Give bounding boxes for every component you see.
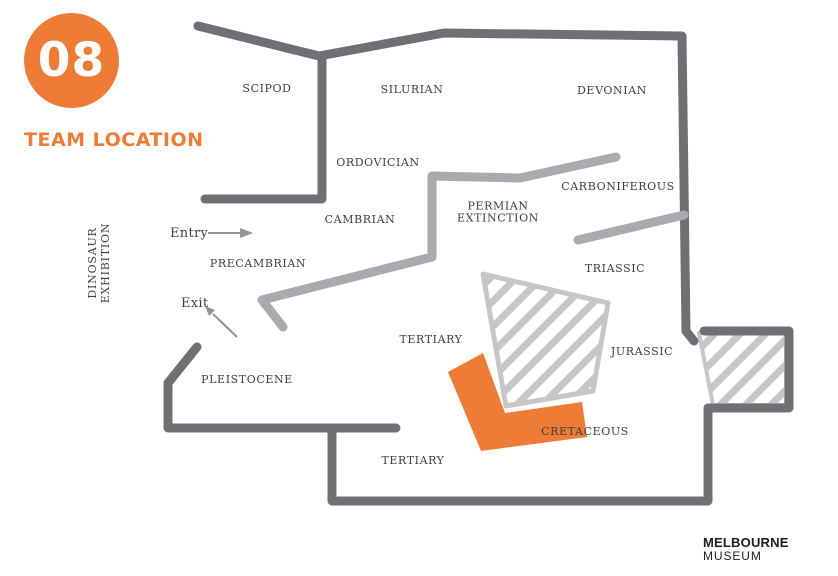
team-badge-circle: 08 xyxy=(24,13,119,108)
logo-line2: MUSEUM xyxy=(703,549,762,563)
melbourne-museum-logo: MELBOURNE MUSEUM xyxy=(703,536,789,562)
hatched-area-side xyxy=(697,331,788,407)
wall-cambrian xyxy=(200,53,327,204)
room-label-cretaceous: CRETACEOUS xyxy=(541,425,629,439)
exhibition-line2: EXHIBITION xyxy=(99,222,112,304)
hatched-area-central xyxy=(480,271,611,409)
wall-outer-top-right xyxy=(193,21,699,346)
wall-outer-bottom-right xyxy=(327,326,794,506)
room-label-tertiary-upper: TERTIARY xyxy=(399,333,463,347)
room-label-ordovician: ORDOVICIAN xyxy=(336,156,420,170)
room-label-pleistocene: PLEISTOCENE xyxy=(201,373,293,387)
exhibition-title: DINOSAUR EXHIBITION xyxy=(86,223,112,304)
room-label-devonian: DEVONIAN xyxy=(577,84,647,98)
exit-arrow-icon xyxy=(205,306,238,338)
entry-label: Entry xyxy=(170,226,209,241)
room-label-tertiary-lower: TERTIARY xyxy=(381,454,445,468)
room-label-carboniferous: CARBONIFEROUS xyxy=(561,180,675,194)
logo-line1: MELBOURNE xyxy=(703,535,789,550)
team-number: 08 xyxy=(37,33,106,88)
room-label-cambrian: CAMBRIAN xyxy=(324,213,396,227)
team-location-title: TEAM LOCATION xyxy=(24,129,204,151)
wall-permian-inner xyxy=(257,152,621,332)
exhibition-line1: DINOSAUR xyxy=(85,227,99,299)
room-label-silurian: SILURIAN xyxy=(380,83,444,97)
entry-arrow-icon xyxy=(208,228,253,238)
room-label-permian-extinction: PERMIAN EXTINCTION xyxy=(457,199,539,224)
room-label-triassic: TRIASSIC xyxy=(584,262,646,276)
exit-label: Exit xyxy=(181,296,209,311)
room-label-scipod: SCIPOD xyxy=(242,82,292,96)
wall-pleistocene xyxy=(163,342,401,433)
cretaceous-highlight-zone xyxy=(448,353,587,451)
wall-triassic xyxy=(573,210,689,245)
room-label-jurassic: JURASSIC xyxy=(610,345,674,359)
room-label-precambrian: PRECAMBRIAN xyxy=(209,257,307,271)
